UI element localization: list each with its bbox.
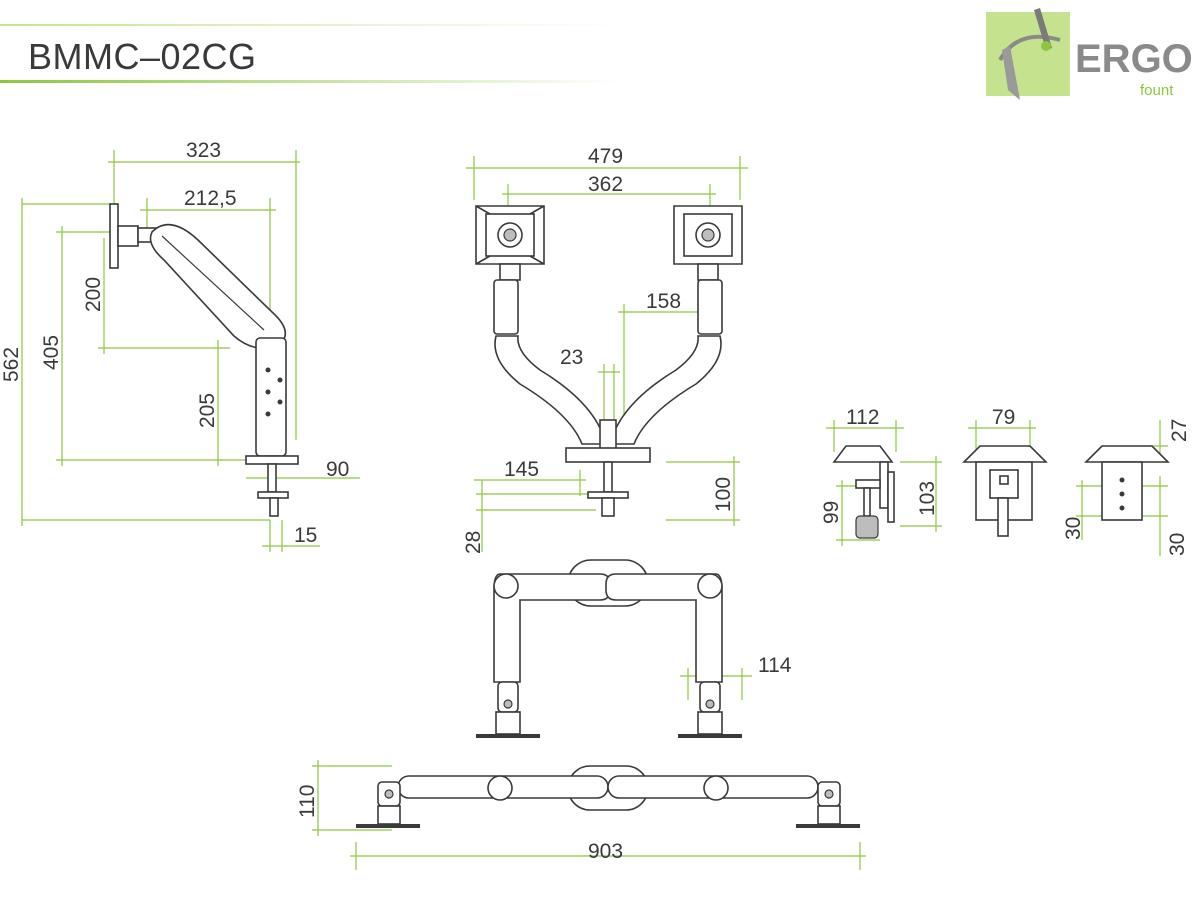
title-rule-bottom xyxy=(0,80,620,83)
dim-side-arm-reach: 212,5 xyxy=(184,187,237,210)
front-clamp-plate xyxy=(587,491,629,499)
side-vesa-plate xyxy=(109,203,119,269)
dim-front-base-width: 145 xyxy=(504,458,539,481)
side-clamp-screw xyxy=(269,497,279,517)
dim-clamp-depth: 112 xyxy=(846,406,879,429)
clamp-rear-view xyxy=(1084,445,1170,521)
side-arm xyxy=(149,223,287,350)
dim-side-width-total: 323 xyxy=(186,139,221,162)
clamp-front-view xyxy=(962,445,1048,537)
dim-top-base-depth: 114 xyxy=(758,654,792,677)
front-base xyxy=(565,447,651,463)
dim-side-height-max: 405 xyxy=(40,335,63,370)
dim-ext-width-total: 903 xyxy=(588,840,623,863)
dim-clamp-max: 103 xyxy=(916,481,939,516)
top-base-right xyxy=(678,734,742,738)
dim-front-width-total: 479 xyxy=(588,145,623,168)
side-base xyxy=(245,455,299,465)
front-vesa-plate-left xyxy=(475,205,545,281)
dim-front-base-height: 100 xyxy=(712,477,735,512)
front-arm-left xyxy=(494,335,608,445)
clamp-side-view xyxy=(832,445,895,539)
front-clamp-screw xyxy=(601,497,615,517)
top-view: 114 xyxy=(476,559,792,738)
front-arm-right-upper xyxy=(697,279,723,335)
title-rule-top xyxy=(0,24,620,26)
front-vesa-plate-right xyxy=(673,205,743,281)
dim-front-arm-span: 362 xyxy=(588,173,623,196)
side-tilt-joint xyxy=(117,225,139,247)
dim-side-clamp-depth: 90 xyxy=(326,458,349,481)
dim-ext-depth: 110 xyxy=(296,785,319,818)
side-pole xyxy=(255,337,287,457)
dim-side-pole-height: 205 xyxy=(196,393,219,428)
dim-side-clamp-pin: 15 xyxy=(294,524,317,547)
ext-base-left xyxy=(356,824,420,828)
front-pole xyxy=(599,419,617,451)
top-base-left xyxy=(476,734,540,738)
dim-side-height-total: 562 xyxy=(0,347,23,382)
dim-clamp-spacing-a: 30 xyxy=(1062,517,1085,540)
front-view: 479 362 158 23 145 100 28 xyxy=(462,145,748,554)
extended-view: 110 903 xyxy=(296,760,866,870)
dim-clamp-min: 99 xyxy=(820,501,843,524)
page-title: BMMC–02CG xyxy=(28,36,257,77)
dim-side-arm-height: 200 xyxy=(82,277,105,312)
side-dimension-lines xyxy=(21,150,360,552)
brand-logo: ERGO fount xyxy=(986,8,1193,100)
logo-sub: fount xyxy=(1140,82,1174,99)
logo-panel xyxy=(986,12,1070,96)
side-clamp-plate xyxy=(257,491,289,499)
dim-clamp-spacing-b: 30 xyxy=(1166,533,1189,556)
dim-front-pole-width: 23 xyxy=(560,346,583,369)
ext-base-right xyxy=(796,824,860,828)
dim-clamp-width: 79 xyxy=(992,406,1015,429)
dim-front-offset: 158 xyxy=(646,290,681,313)
front-arm-right xyxy=(608,335,722,445)
side-view: 323 212,5 562 405 200 205 90 15 xyxy=(0,139,360,552)
front-arm-left-upper xyxy=(493,279,519,335)
clamp-views: 112 79 27 99 103 30 30 xyxy=(820,406,1191,556)
dim-clamp-top-thickness: 27 xyxy=(1168,419,1191,442)
dim-front-clamp-height: 28 xyxy=(462,531,485,554)
logo-brand: ERGO xyxy=(1075,37,1193,81)
